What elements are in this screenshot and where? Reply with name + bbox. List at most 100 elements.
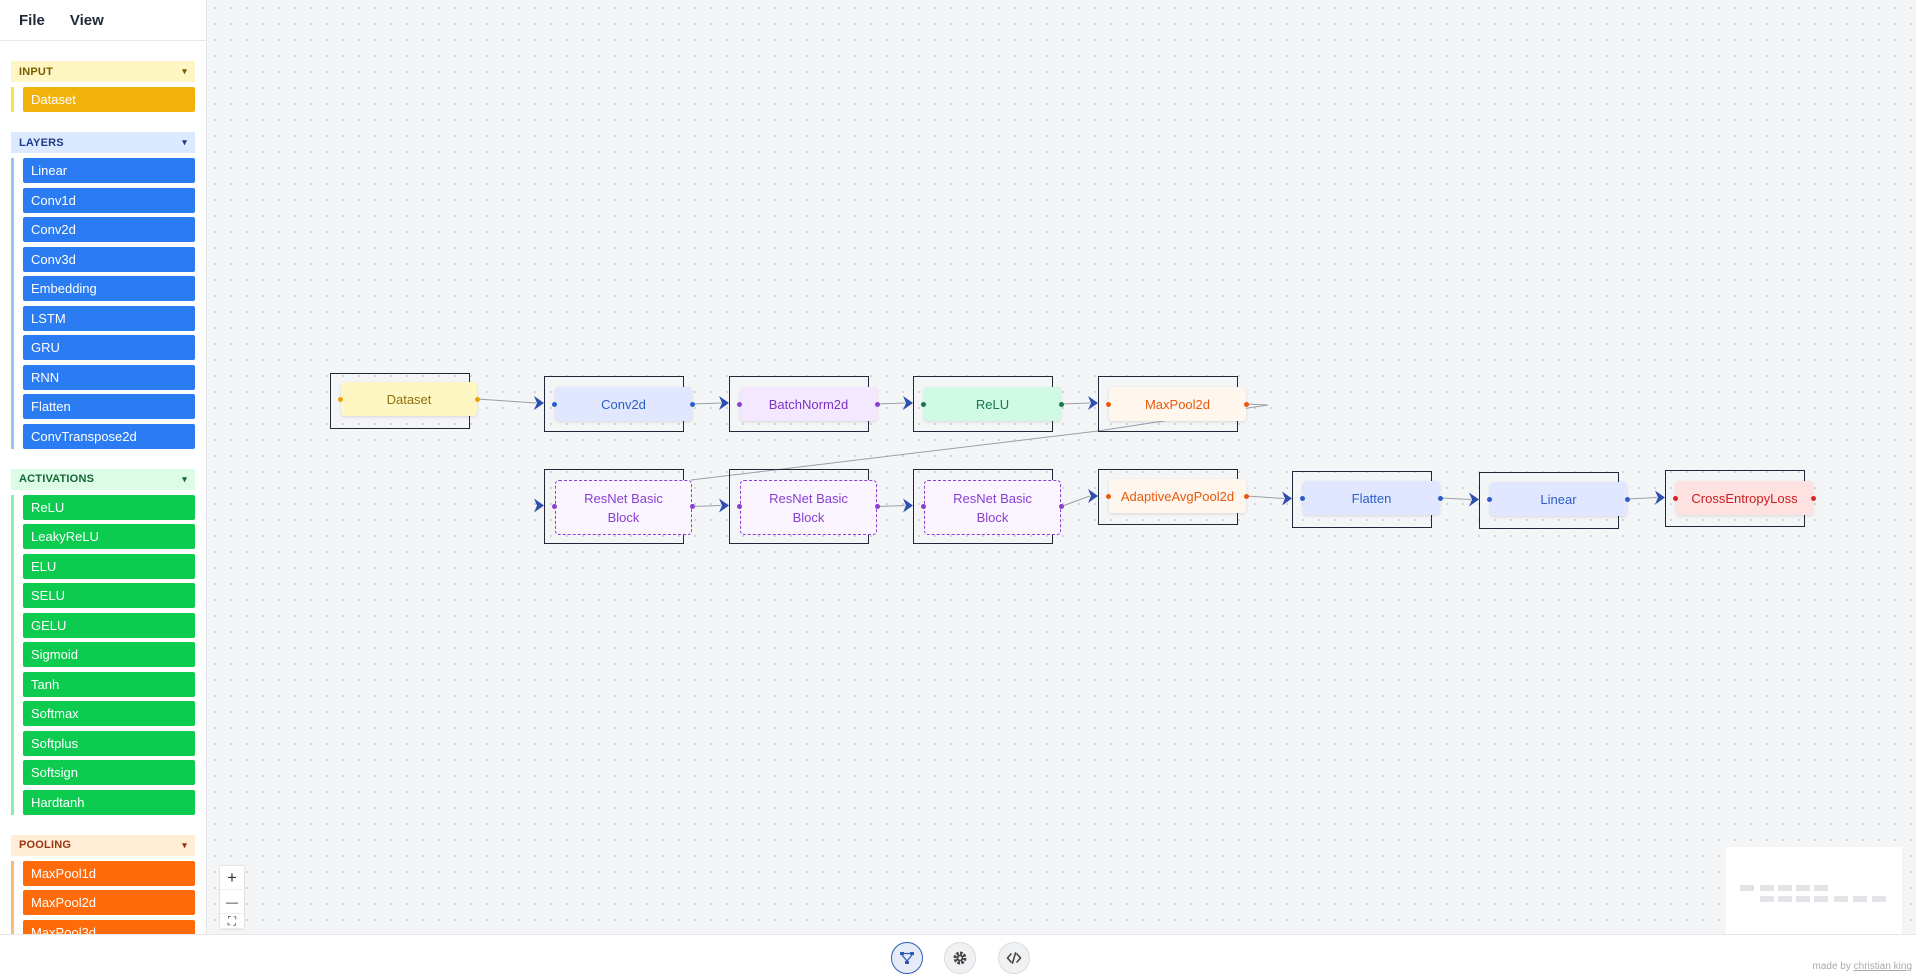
menu-file[interactable]: File (19, 11, 45, 29)
palette-item-dataset[interactable]: Dataset (23, 87, 195, 112)
menu-bar: File View (0, 0, 206, 41)
input-port[interactable] (1673, 495, 1678, 501)
author-link[interactable]: christian king (1853, 961, 1912, 972)
node-relu[interactable]: ReLU (924, 387, 1061, 421)
section-header-layers[interactable]: LAYERS ▾ (11, 132, 195, 153)
output-port[interactable] (1438, 495, 1443, 501)
palette-item-gelu[interactable]: GELU (23, 612, 195, 638)
palette-item-elu[interactable]: ELU (23, 553, 195, 579)
output-port[interactable] (690, 504, 695, 509)
section-list-input: Dataset (11, 87, 195, 112)
palette-item-maxpool2d[interactable]: MaxPool2d (23, 890, 195, 915)
output-port[interactable] (690, 401, 695, 407)
node-adaptiveavgpool2d[interactable]: AdaptiveAvgPool2d (1109, 479, 1246, 513)
zoom-in-button[interactable]: + (220, 866, 244, 890)
output-port[interactable] (1811, 495, 1816, 501)
output-port[interactable] (1059, 401, 1064, 407)
chevron-down-icon[interactable]: ▾ (182, 66, 187, 76)
palette-item-rnn[interactable]: RNN (23, 364, 195, 390)
node-maxpool2d[interactable]: MaxPool2d (1109, 387, 1246, 421)
minimap-node (1872, 896, 1886, 902)
graph-view-button[interactable] (891, 942, 923, 974)
palette-item-softsign[interactable]: Softsign (23, 760, 195, 785)
palette-item-convtranspose2d[interactable]: ConvTranspose2d (23, 423, 195, 449)
credit-text: made by christian king (1813, 961, 1913, 972)
input-port[interactable] (552, 504, 557, 509)
palette-item-linear[interactable]: Linear (23, 158, 195, 183)
node-resnet-basic-block[interactable]: ResNet Basic Block (740, 480, 877, 535)
minimap-node (1760, 885, 1774, 891)
input-port[interactable] (1106, 401, 1111, 407)
palette-item-tanh[interactable]: Tanh (23, 671, 195, 697)
input-port[interactable] (338, 396, 343, 402)
graph-icon (900, 952, 914, 964)
palette-item-conv2d[interactable]: Conv2d (23, 217, 195, 242)
zoom-out-button[interactable]: — (220, 890, 244, 914)
minimap-node (1760, 896, 1774, 902)
palette-item-maxpool3d[interactable]: MaxPool3d (23, 919, 195, 934)
palette-item-gru[interactable]: GRU (23, 335, 195, 360)
code-view-button[interactable] (998, 942, 1030, 974)
section-header-activations[interactable]: ACTIVATIONS▾ (11, 468, 195, 490)
input-port[interactable] (921, 401, 926, 407)
section-header-pooling[interactable]: POOLING▾ (11, 834, 195, 856)
section-header-input[interactable]: INPUT ▾ (11, 61, 195, 82)
palette-item-flatten[interactable]: Flatten (23, 394, 195, 419)
node-flatten[interactable]: Flatten (1303, 481, 1440, 515)
minimap[interactable] (1726, 847, 1902, 934)
section-title: INPUT (19, 65, 53, 78)
node-label: MaxPool2d (1144, 396, 1211, 412)
node-label: Dataset (386, 391, 432, 407)
output-port[interactable] (1059, 504, 1064, 509)
input-port[interactable] (1487, 496, 1492, 502)
chevron-down-icon[interactable]: ▾ (182, 137, 187, 147)
palette-item-softmax[interactable]: Softmax (23, 701, 195, 726)
minimap-node (1778, 885, 1792, 891)
node-resnet-basic-block[interactable]: ResNet Basic Block (555, 480, 692, 535)
graph-canvas[interactable] (207, 0, 1916, 934)
output-port[interactable] (1244, 493, 1249, 499)
node-label: ResNet Basic Block (769, 490, 848, 525)
fit-view-button[interactable]: ⛶ (220, 914, 244, 929)
input-port[interactable] (737, 504, 742, 509)
palette-item-embedding[interactable]: Embedding (23, 276, 195, 301)
settings-button[interactable] (944, 942, 976, 974)
palette-item-relu[interactable]: ReLU (23, 494, 195, 520)
node-conv2d[interactable]: Conv2d (555, 387, 692, 421)
node-batchnorm2d[interactable]: BatchNorm2d (740, 387, 877, 421)
palette-item-maxpool1d[interactable]: MaxPool1d (23, 860, 195, 886)
input-port[interactable] (552, 401, 557, 407)
palette-item-hardtanh[interactable]: Hardtanh (23, 789, 195, 815)
menu-view[interactable]: View (69, 11, 104, 29)
output-port[interactable] (475, 396, 480, 402)
input-port[interactable] (1300, 495, 1305, 501)
minimap-node (1834, 896, 1848, 902)
minimap-node (1814, 885, 1828, 891)
input-port[interactable] (737, 401, 742, 407)
node-linear[interactable]: Linear (1490, 482, 1627, 516)
node-resnet-basic-block[interactable]: ResNet Basic Block (924, 480, 1061, 535)
chevron-down-icon[interactable]: ▾ (182, 473, 187, 484)
palette-item-sigmoid[interactable]: Sigmoid (23, 642, 195, 667)
output-port[interactable] (875, 504, 880, 509)
minimap-node (1796, 885, 1810, 891)
palette-item-lstm[interactable]: LSTM (23, 305, 195, 331)
input-port[interactable] (921, 504, 926, 509)
output-port[interactable] (1625, 496, 1630, 502)
palette-item-selu[interactable]: SELU (23, 583, 195, 608)
node-crossentropyloss[interactable]: CrossEntropyLoss (1676, 481, 1813, 515)
section-title: LAYERS (19, 136, 64, 149)
input-port[interactable] (1106, 493, 1111, 499)
palette-item-leakyrelu[interactable]: LeakyReLU (23, 524, 195, 549)
palette-item-conv3d[interactable]: Conv3d (23, 246, 195, 272)
output-port[interactable] (1244, 401, 1249, 407)
node-dataset[interactable]: Dataset (341, 382, 477, 416)
chevron-down-icon[interactable]: ▾ (182, 839, 187, 850)
node-label: ResNet Basic Block (953, 490, 1032, 525)
palette-item-conv1d[interactable]: Conv1d (23, 187, 195, 213)
output-port[interactable] (875, 401, 880, 407)
palette-item-softplus[interactable]: Softplus (23, 730, 195, 756)
